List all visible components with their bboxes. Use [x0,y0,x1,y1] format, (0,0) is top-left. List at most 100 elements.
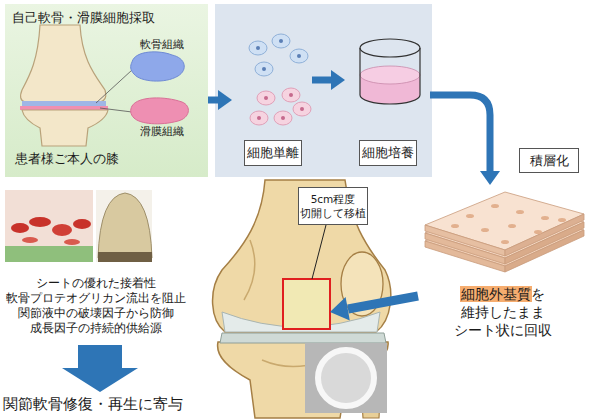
chondrocyte [249,41,267,55]
sheet-edge [425,241,505,272]
tissue-band [5,246,93,262]
cell-dot [501,240,509,244]
transplant-arrow-head [330,297,350,321]
cell-dot [466,214,474,218]
chondrocyte [272,34,290,48]
product-group: 細胞外基質を 維持したまま シート状に回収 [418,185,588,343]
callout-text: 5cm程度 切開して移植 [299,188,367,224]
sheet-edge [505,214,584,256]
photo-background [305,343,387,413]
effect-list: シートの優れた接着性 軟骨プロテオグリカン流出を阻止 関節液中の破壊因子から防御… [2,276,190,336]
cell-sheet [425,200,584,258]
arrow-head [218,90,232,110]
sheet-edge [505,222,584,264]
cartilage-base [98,252,152,262]
nucleus [289,93,293,97]
patella [341,252,383,316]
callout-box: 5cm程度 切開して移植 [298,187,368,225]
step-label-box: 細胞単離 [244,140,302,166]
dish-wall [360,48,420,104]
step-label-box: 細胞培養 [359,140,417,166]
femur [21,25,106,102]
cartilage-tissue [131,52,185,81]
connector-line [208,97,218,104]
cell-sheet [425,208,584,266]
result-text: 関節軟骨修復・再生に寄与 [3,395,183,413]
stain-spot [11,223,29,233]
photo-background [5,190,93,262]
cartilage-layer [22,101,106,106]
connector-line [312,77,331,84]
sheet-edge [425,225,505,256]
isolated-cells [249,34,311,125]
cell-sheet [425,192,584,250]
culture-dish [360,39,420,104]
process-step: 細胞単離 [232,20,312,170]
cartilage-dome [98,193,152,258]
stain-spot [52,224,72,236]
transplant-arrow [348,296,418,309]
synovial-cell [257,91,275,105]
synovial-tissue [131,98,189,124]
cell-dot [491,204,499,208]
arrow-head [480,171,500,185]
process-box: 積層化 [519,148,579,173]
cell-dot [481,228,489,232]
cell-sheet-disc [318,350,374,406]
nucleus [297,54,301,58]
nucleus [300,107,304,111]
cell-dot [516,210,524,214]
culture-medium [360,75,420,104]
synovial-cell [282,88,300,102]
cartilage-photo [96,190,152,262]
photo-background [96,190,152,262]
flow-arrow [430,95,500,185]
meniscus [220,333,386,343]
bone-shading [262,360,320,367]
synovial-cell [250,111,268,125]
arrow-head [331,70,345,90]
sheet-stack [425,192,584,272]
chondrocyte [290,49,308,63]
sheet-edge [505,230,584,272]
connector-line [430,95,490,171]
sheet-edge [425,233,505,264]
leader-line [100,108,132,112]
femur [213,180,391,332]
synovium-layer [20,106,108,110]
stain-spot [22,237,38,243]
articular-cartilage [222,312,380,332]
nucleus [256,46,260,50]
bone-shading [244,240,255,300]
tissue-label: 軟骨組織 [140,38,184,52]
synovial-cell [293,102,311,116]
knee-illustration [213,180,391,418]
tibia [218,342,389,418]
stain-spot [73,219,91,229]
cell-dot [558,218,566,222]
nucleus [262,67,266,71]
stain-spot [64,239,80,245]
cell-dot [451,224,459,228]
nucleus [257,116,261,120]
tibia [22,110,108,146]
small-knee [20,25,132,146]
sheet-photo [305,343,387,413]
medium-surface [360,66,420,84]
leader-line [312,225,326,279]
nucleus [279,39,283,43]
histology-photo [5,190,93,262]
dish-rim [360,39,420,57]
cell-dot [541,216,549,220]
stain-spot [29,217,51,227]
cell-dot [508,224,516,228]
chondrocyte [255,62,273,76]
panel-title: 自己軟骨・滑膜細胞採取 [12,10,202,26]
panel-caption: 患者様ご本人の膝 [15,151,185,167]
synovial-cell [274,111,292,125]
cell-dot [534,230,542,234]
process-panel: 自己軟骨・滑膜細胞採取患者様ご本人の膝 [5,4,208,177]
